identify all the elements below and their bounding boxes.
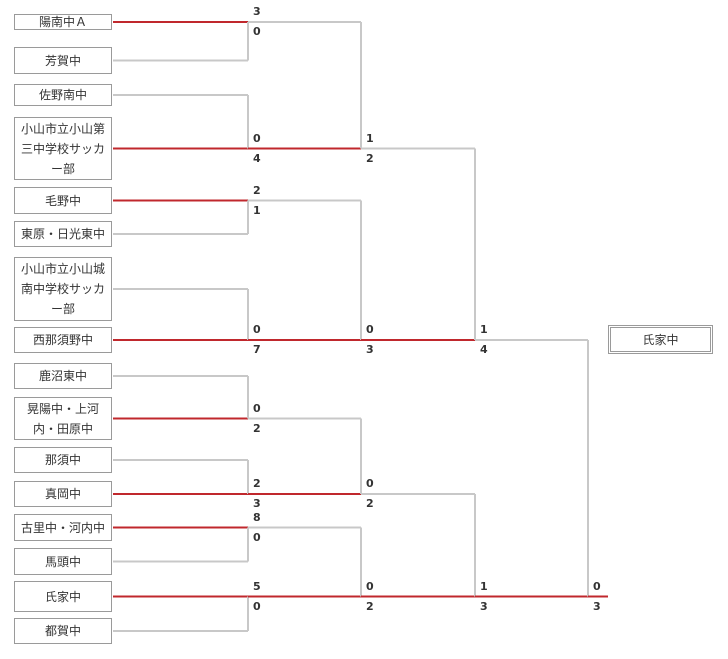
team-name: 芳賀中 bbox=[44, 53, 81, 68]
team-name: 佐野南中 bbox=[38, 88, 87, 102]
team-box: 佐野南中 bbox=[14, 84, 112, 106]
team-name: 毛野中 bbox=[44, 193, 81, 208]
team-name: 馬頭中 bbox=[44, 554, 81, 569]
match-score: 2 bbox=[366, 599, 374, 613]
match-score: 0 bbox=[366, 323, 374, 336]
team-name: 氏家中 bbox=[44, 589, 81, 604]
team-name: 小山市立小山城南中学校サッカー部 bbox=[20, 262, 105, 316]
team-name: 古里中・河内中 bbox=[20, 520, 105, 535]
match-score: 1 bbox=[480, 323, 488, 336]
team-box: 都賀中 bbox=[14, 618, 112, 644]
match-score: 8 bbox=[253, 510, 261, 524]
match-score: 2 bbox=[253, 183, 261, 197]
match-score: 0 bbox=[593, 579, 601, 593]
team-name: 東原・日光東中 bbox=[20, 227, 105, 241]
team-box: 毛野中 bbox=[14, 187, 112, 214]
team-box: 東原・日光東中 bbox=[14, 221, 112, 247]
match-score: 3 bbox=[253, 5, 261, 18]
team-name: 西那須野中 bbox=[32, 333, 93, 347]
match-score: 1 bbox=[366, 131, 374, 145]
match-score: 3 bbox=[480, 599, 488, 613]
match-score: 0 bbox=[253, 401, 261, 415]
team-box: 那須中 bbox=[14, 447, 112, 473]
team-box: 芳賀中 bbox=[14, 47, 112, 74]
match-score: 2 bbox=[366, 497, 374, 510]
team-name: 鹿沼東中 bbox=[38, 369, 87, 383]
champion-name: 氏家中 bbox=[642, 333, 679, 347]
match-score: 1 bbox=[480, 579, 488, 593]
team-box: 小山市立小山第三中学校サッカー部 bbox=[14, 117, 112, 180]
match-score: 0 bbox=[253, 131, 261, 145]
champion-box: 氏家中 bbox=[608, 325, 713, 354]
match-score: 3 bbox=[366, 343, 374, 356]
team-box: 小山市立小山城南中学校サッカー部 bbox=[14, 257, 112, 321]
team-box: 鹿沼東中 bbox=[14, 363, 112, 389]
match-score: 2 bbox=[366, 151, 374, 165]
match-score: 7 bbox=[253, 343, 261, 356]
team-name: 陽南中Ａ bbox=[38, 15, 87, 29]
match-score: 0 bbox=[253, 530, 261, 544]
team-box: 晃陽中・上河内・田原中 bbox=[14, 397, 112, 440]
match-score: 2 bbox=[253, 421, 261, 435]
match-score: 0 bbox=[366, 579, 374, 593]
team-box: 真岡中 bbox=[14, 481, 112, 507]
match-score: 0 bbox=[253, 323, 261, 336]
team-box: 陽南中Ａ bbox=[14, 14, 112, 30]
match-score: 3 bbox=[593, 599, 601, 613]
match-score: 4 bbox=[480, 343, 488, 356]
team-box: 氏家中 bbox=[14, 581, 112, 612]
match-score: 2 bbox=[253, 477, 261, 490]
team-name: 小山市立小山第三中学校サッカー部 bbox=[20, 121, 105, 176]
team-name: 那須中 bbox=[44, 453, 81, 467]
team-name: 晃陽中・上河内・田原中 bbox=[26, 401, 99, 436]
match-score: 0 bbox=[253, 25, 261, 38]
match-score: 1 bbox=[253, 203, 261, 217]
team-box: 馬頭中 bbox=[14, 548, 112, 575]
team-box: 古里中・河内中 bbox=[14, 514, 112, 541]
match-score: 3 bbox=[253, 497, 261, 510]
team-name: 都賀中 bbox=[44, 624, 81, 638]
match-score: 0 bbox=[366, 477, 374, 490]
match-score: 4 bbox=[253, 151, 261, 165]
team-box: 西那須野中 bbox=[14, 327, 112, 353]
match-score: 0 bbox=[253, 599, 261, 613]
match-score: 5 bbox=[253, 579, 261, 593]
team-name: 真岡中 bbox=[44, 487, 81, 501]
